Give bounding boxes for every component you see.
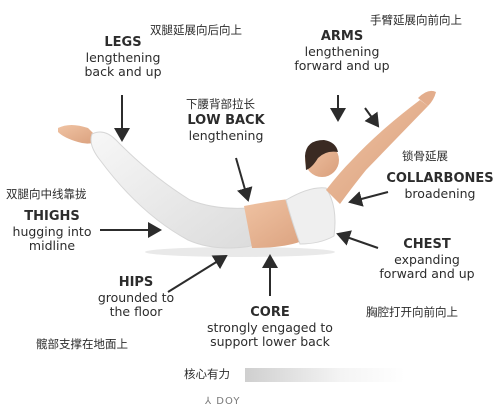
hips-label: HIPS grounded to the floor <box>86 275 186 320</box>
collarbones-desc-1: broadening <box>404 185 476 201</box>
feet <box>58 125 100 144</box>
hips-desc-2: the floor <box>109 304 163 320</box>
arms-zh: 手臂延展向前向上 <box>370 13 462 27</box>
brand-icon: ⅄ <box>205 396 213 407</box>
chest-desc-2: forward and up <box>379 266 475 282</box>
chest-zh: 胸腔打开向前向上 <box>366 305 458 319</box>
core-desc-2: support lower back <box>210 334 330 350</box>
chest-label: CHEST expanding forward and up <box>372 237 482 282</box>
hair <box>305 140 338 170</box>
collarbones-label: COLLARBONES broadening <box>384 171 496 201</box>
thighs-desc-1: hugging into <box>12 223 92 239</box>
sports-top <box>285 187 336 245</box>
arms-desc-2: forward and up <box>294 58 390 74</box>
arms-title: ARMS <box>320 29 364 44</box>
hips-arrow <box>167 254 228 293</box>
brand-text: DOY <box>216 396 241 407</box>
lowback-desc-1: lengthening <box>188 127 264 143</box>
arms <box>326 100 428 204</box>
core-title: CORE <box>250 305 290 320</box>
legs-desc-1: lengthening <box>85 49 161 65</box>
core-desc-1: strongly engaged to <box>207 319 333 335</box>
thighs-desc-2: midline <box>28 238 76 254</box>
legs-label: LEGS lengthening back and up <box>78 35 168 80</box>
chest-arrow <box>336 230 379 249</box>
collarbones-zh: 锁骨延展 <box>402 149 448 163</box>
arms-desc-1: lengthening <box>304 43 380 59</box>
arms-arrow-2 <box>364 107 380 128</box>
floor-shadow <box>145 247 335 257</box>
brand-watermark: ⅄ DOY <box>205 396 240 407</box>
thighs-zh: 双腿向中线靠拢 <box>6 187 87 201</box>
chest-title: CHEST <box>403 237 451 252</box>
lowback-zh: 下腰背部拉长 <box>186 97 255 111</box>
thighs-title: THIGHS <box>24 209 80 224</box>
core-label: CORE strongly engaged to support lower b… <box>196 305 344 350</box>
hips-zh: 髋部支撑在地面上 <box>36 337 128 351</box>
lowback-title: LOW BACK <box>187 113 265 128</box>
legs-zh: 双腿延展向后向上 <box>150 23 242 37</box>
legs-title: LEGS <box>104 35 142 50</box>
lowback-label: LOW BACK lengthening <box>176 113 276 143</box>
arms-label: ARMS lengthening forward and up <box>282 29 402 74</box>
thighs-label: THIGHS hugging into midline <box>2 209 102 254</box>
hips-desc-1: grounded to <box>97 289 175 305</box>
chest-desc-1: expanding <box>394 251 460 267</box>
core-zh: 核心有力 <box>184 367 230 381</box>
collarbones-arrow <box>348 191 389 207</box>
legs-desc-2: back and up <box>84 64 162 80</box>
hips-title: HIPS <box>118 275 154 290</box>
collarbones-title: COLLARBONES <box>386 171 494 186</box>
lowback-arrow <box>235 157 253 202</box>
hands <box>418 90 436 106</box>
caption-fade <box>245 368 405 382</box>
